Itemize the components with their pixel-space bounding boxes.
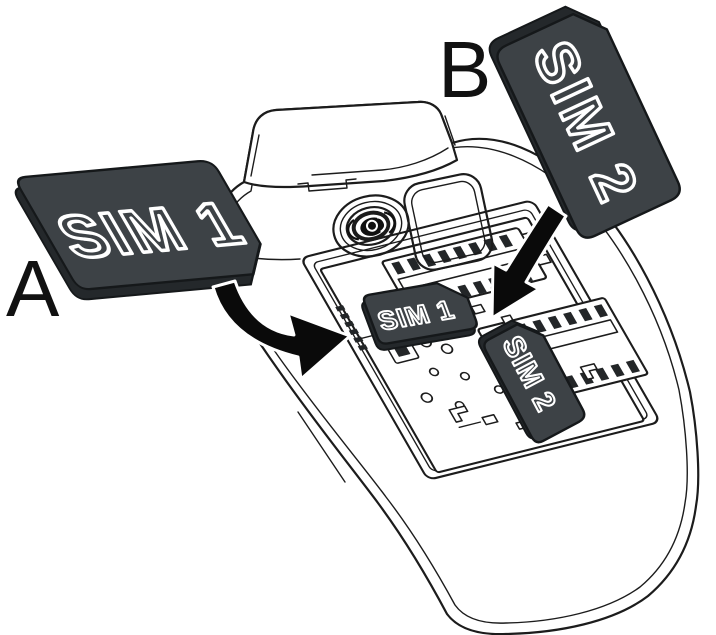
curved-arrow-a-icon <box>211 279 352 381</box>
label-step-a: A <box>6 244 60 333</box>
sim1-card-small: SIM 1 <box>359 277 480 353</box>
speaker-icon <box>332 194 410 258</box>
curved-arrow-b-icon <box>490 202 568 320</box>
sim1-card-large: SIM 1 <box>10 158 279 302</box>
camera-window <box>403 173 494 271</box>
label-step-b: B <box>438 25 491 114</box>
compartment-step-line <box>297 411 346 483</box>
cap-latch <box>297 178 357 192</box>
